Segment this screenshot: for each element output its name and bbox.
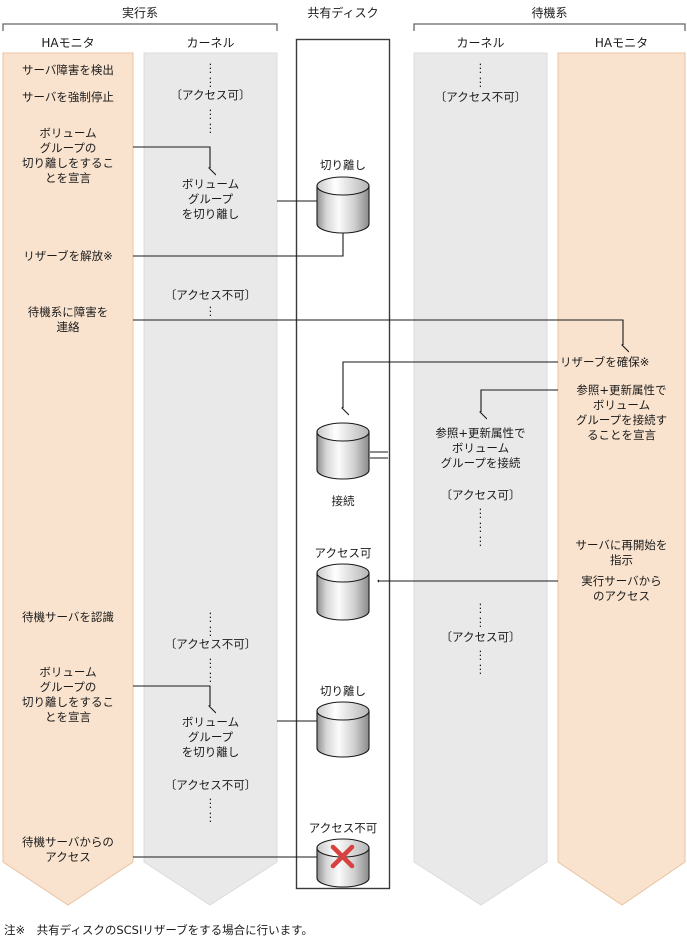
column-standby-kernel-body xyxy=(413,52,548,906)
kernel-ellipsis-8: ⋮ xyxy=(204,656,217,670)
arrow-declare-attach-to-kernel xyxy=(481,389,558,412)
step-attach-vg: 参照+更新属性で ボリューム グループを接続 xyxy=(435,426,526,470)
step-instruct-restart: サーバに再開始を 指示 xyxy=(575,538,668,567)
standby-kernel-ellipsis-4: ⋮ xyxy=(474,520,487,534)
step-declare-detach-vg: ボリューム グループの 切り離しをするこ とを宣言 xyxy=(22,126,114,185)
standby-kernel-ellipsis-8: ⋮ xyxy=(474,648,487,662)
step-force-stop-server: サーバを強制停止 xyxy=(22,90,114,104)
column-header-standby-hamonitor: HAモニタ xyxy=(594,36,649,50)
group-brackets xyxy=(2,23,686,31)
step-access-from-active-server: 実行サーバから のアクセス xyxy=(581,574,662,603)
step-standby-access-ng-top: 〔アクセス不可〕 xyxy=(434,90,527,104)
column-header-active-kernel: カーネル xyxy=(186,36,235,50)
standby-kernel-ellipsis-5: ⋮ xyxy=(474,534,487,548)
step-access-ng-1: 〔アクセス不可〕 xyxy=(164,288,257,302)
flow-arrows xyxy=(133,146,623,857)
kernel-ellipsis-3: ⋮ xyxy=(204,107,217,121)
standby-kernel-ellipsis-9: ⋮ xyxy=(474,662,487,676)
column-bodies xyxy=(2,38,686,906)
step-release-reserve: リザーブを解放※ xyxy=(23,249,113,263)
kernel-ellipsis-9: ⋮ xyxy=(204,670,217,684)
step-access-from-standby-server: 待機サーバからの アクセス xyxy=(22,835,114,864)
step-detach-vg-2: ボリューム グループ を切り離し xyxy=(181,715,240,759)
step-standby-access-ok-3: 〔アクセス可〕 xyxy=(440,630,521,644)
disk-access-ng-shape xyxy=(316,838,370,888)
disk-caption-detach-2: 切り離し xyxy=(320,684,366,698)
arrow-declare-detach2-to-kernel xyxy=(133,685,210,706)
disk-caption-access-ok: アクセス可 xyxy=(314,546,372,560)
disk-caption-access-ng: アクセス不可 xyxy=(308,821,378,835)
column-header-active-hamonitor: HAモニタ xyxy=(41,36,95,50)
standby-kernel-ellipsis-7: ⋮ xyxy=(474,615,487,629)
step-access-ok-1: 〔アクセス可〕 xyxy=(170,88,251,102)
step-detach-vg-1: ボリューム グループ を切り離し xyxy=(181,177,240,221)
column-standby-hamonitor-body xyxy=(557,52,686,906)
step-declare-attach-vg: 参照+更新属性で ボリューム グループを接続す ることを宣言 xyxy=(575,383,668,442)
column-active-hamonitor-body xyxy=(2,52,134,906)
disk-detach-2-shape xyxy=(316,701,370,758)
group-header-active: 実行系 xyxy=(121,6,158,20)
kernel-ellipsis-7: ⋮ xyxy=(204,624,217,638)
arrow-release-reserve-to-disk xyxy=(133,232,343,257)
step-recognize-standby-server: 待機サーバを認識 xyxy=(22,610,114,624)
kernel-ellipsis-1: ⋮ xyxy=(204,61,217,75)
column-active-kernel-body xyxy=(143,52,278,906)
kernel-ellipsis-4: ⋮ xyxy=(204,121,217,135)
kernel-ellipsis-5: ⋮ xyxy=(204,304,217,318)
step-detect-failure: サーバ障害を検出 xyxy=(22,63,114,77)
standby-kernel-ellipsis-2: ⋮ xyxy=(474,75,487,89)
arrow-notify-standby xyxy=(133,319,623,345)
step-access-ng-2: 〔アクセス不可〕 xyxy=(164,637,257,651)
kernel-ellipsis-10: ⋮ xyxy=(204,796,217,810)
step-notify-standby: 待機系に障害を 連絡 xyxy=(27,305,109,334)
standby-kernel-ellipsis-3: ⋮ xyxy=(474,506,487,520)
disk-caption-connect: 接続 xyxy=(331,494,355,508)
standby-kernel-ellipsis-6: ⋮ xyxy=(474,601,487,615)
bracket-standby xyxy=(413,23,686,31)
kernel-ellipsis-11: ⋮ xyxy=(204,810,217,824)
disk-access-ok-shape xyxy=(316,563,370,621)
kernel-ellipsis-6: ⋮ xyxy=(204,610,217,624)
column-header-standby-kernel: カーネル xyxy=(456,36,505,50)
disk-connect-shape xyxy=(316,422,388,480)
arrow-declare-detach-to-kernel xyxy=(133,146,210,168)
arrow-secure-reserve-to-disk xyxy=(343,361,558,408)
step-secure-reserve: リザーブを確保※ xyxy=(560,355,650,369)
bracket-active xyxy=(2,23,278,31)
access-denied-x-icon xyxy=(330,844,355,869)
footnote: 注※ 共有ディスクのSCSIリザーブをする場合に行います。 xyxy=(4,923,314,937)
group-header-standby: 待機系 xyxy=(531,6,568,20)
disk-cylinders xyxy=(316,176,388,888)
step-access-ng-3: 〔アクセス不可〕 xyxy=(164,778,257,792)
kernel-ellipsis-2: ⋮ xyxy=(204,75,217,89)
standby-kernel-ellipsis-1: ⋮ xyxy=(474,61,487,75)
group-header-shared: 共有ディスク xyxy=(307,6,379,20)
disk-detach-1-shape xyxy=(316,176,370,234)
disk-caption-detach-1: 切り離し xyxy=(320,158,366,172)
step-declare-detach-vg-2: ボリューム グループの 切り離しをするこ とを宣言 xyxy=(22,665,114,724)
step-standby-access-ok-2: 〔アクセス可〕 xyxy=(440,488,521,502)
